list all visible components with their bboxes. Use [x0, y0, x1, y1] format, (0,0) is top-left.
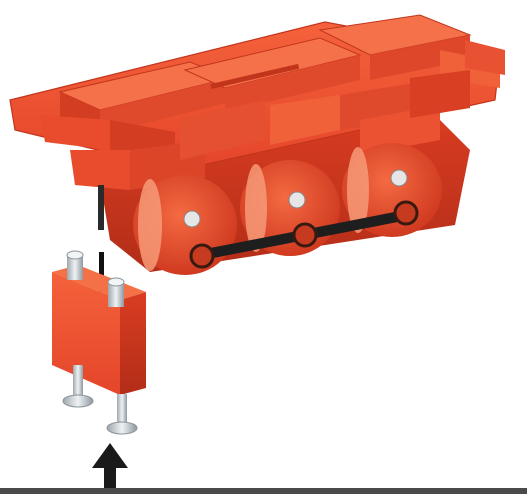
pin-bottom-right [107, 394, 137, 434]
connector-brick-part [52, 251, 146, 434]
pin-top-right [108, 278, 124, 307]
rear-post [98, 185, 104, 230]
assembly-arrow-icon [92, 443, 128, 494]
bottom-border [0, 488, 527, 494]
chassis-assembly [10, 15, 505, 275]
pin-top-left [67, 251, 83, 280]
wheel-left [133, 175, 237, 275]
